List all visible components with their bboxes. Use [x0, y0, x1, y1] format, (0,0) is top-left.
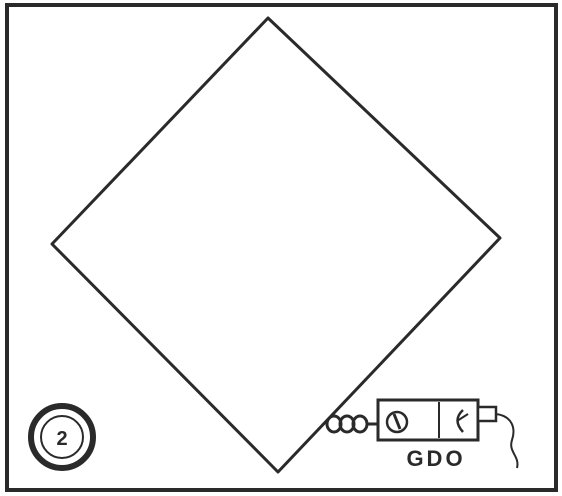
gdo-body — [378, 400, 478, 440]
gdo-connector — [478, 407, 496, 421]
gdo-label: GDO — [406, 446, 465, 471]
gdo-instrument: GDO — [378, 400, 517, 471]
gdo-power-cable — [496, 414, 517, 468]
figure-number-badge: 2 — [31, 406, 93, 468]
coupling-coil — [327, 416, 378, 432]
badge-number: 2 — [56, 428, 67, 450]
